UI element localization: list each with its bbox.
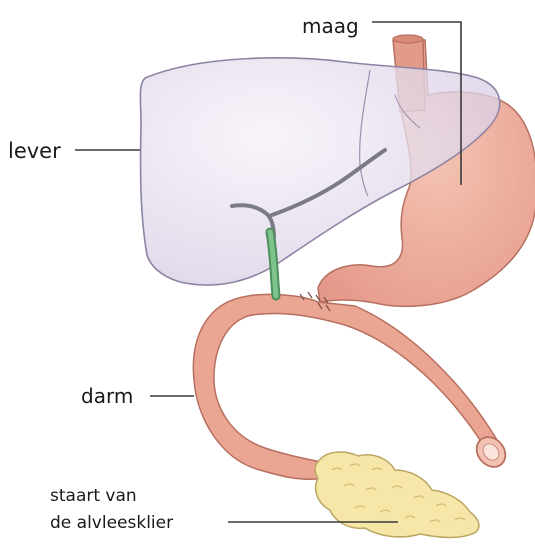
- intestine: [193, 294, 500, 479]
- label-pancreas-tail-line1: staart van: [50, 488, 137, 505]
- label-pancreas-tail-line2: de alvleesklier: [50, 515, 173, 532]
- label-darm: darm: [81, 386, 133, 406]
- label-lever: lever: [8, 141, 61, 162]
- esophagus-opening: [393, 35, 423, 43]
- pancreas-tail: [315, 452, 479, 537]
- label-maag: maag: [302, 16, 359, 36]
